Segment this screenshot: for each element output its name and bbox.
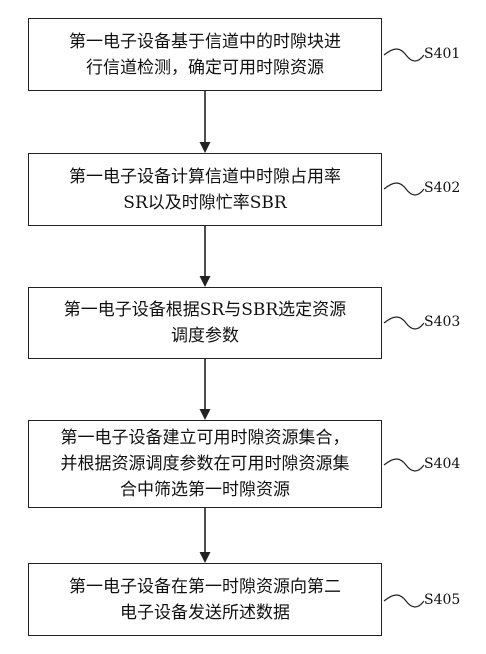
step-text-line: 第一电子设备基于信道中的时隙块进 — [69, 31, 341, 52]
arrowhead-s401-s402 — [199, 142, 211, 153]
step-label-s405: S405 — [424, 592, 461, 608]
step-text-s405: 第一电子设备在第一时隙资源向第二 电子设备发送所述数据 — [55, 574, 355, 626]
step-text-line: 第一电子设备建立可用时隙资源集合， — [60, 428, 350, 448]
step-text-s404: 第一电子设备建立可用时隙资源集合， 并根据资源调度参数在可用时隙资源集 合中筛选… — [47, 425, 364, 503]
step-box-s401: 第一电子设备基于信道中的时隙块进 行信道检测，确定可用时隙资源 — [28, 18, 382, 91]
step-text-line: 第一电子设备根据SR与SBR选定资源 — [63, 300, 347, 320]
step-box-s405: 第一电子设备在第一时隙资源向第二 电子设备发送所述数据 — [28, 563, 382, 636]
step-box-s403: 第一电子设备根据SR与SBR选定资源 调度参数 — [28, 287, 382, 359]
step-text-line: 并根据资源调度参数在可用时隙资源集 — [60, 454, 350, 474]
step-text-s403: 第一电子设备根据SR与SBR选定资源 调度参数 — [50, 297, 360, 349]
step-text-line: 合中筛选第一时隙资源 — [120, 480, 290, 500]
step-text-line: SR以及时隙忙率SBR — [123, 192, 287, 213]
step-text-s402: 第一电子设备计算信道中时隙占用率 SR以及时隙忙率SBR — [55, 164, 355, 216]
arrowhead-s404-s405 — [199, 552, 211, 563]
leader-s402 — [383, 182, 425, 196]
step-text-line: 电子设备发送所述数据 — [120, 602, 290, 623]
step-label-s403: S403 — [424, 314, 461, 330]
step-box-s402: 第一电子设备计算信道中时隙占用率 SR以及时隙忙率SBR — [28, 153, 382, 226]
step-text-s401: 第一电子设备基于信道中的时隙块进 行信道检测，确定可用时隙资源 — [55, 29, 355, 81]
step-text-line: 第一电子设备计算信道中时隙占用率 — [69, 166, 341, 187]
leader-s401 — [383, 48, 425, 62]
arrowhead-s403-s404 — [199, 409, 211, 420]
step-text-line: 第一电子设备在第一时隙资源向第二 — [69, 576, 341, 597]
step-label-s401: S401 — [424, 46, 461, 62]
step-label-s402: S402 — [424, 180, 461, 196]
leader-s404 — [383, 458, 425, 472]
step-box-s404: 第一电子设备建立可用时隙资源集合， 并根据资源调度参数在可用时隙资源集 合中筛选… — [28, 420, 382, 508]
leader-s405 — [383, 594, 425, 608]
step-text-line: 调度参数 — [170, 326, 239, 346]
step-text-line: 行信道检测，确定可用时隙资源 — [86, 57, 324, 78]
leader-s403 — [383, 316, 425, 330]
step-label-s404: S404 — [424, 456, 461, 472]
arrowhead-s402-s403 — [199, 276, 211, 287]
